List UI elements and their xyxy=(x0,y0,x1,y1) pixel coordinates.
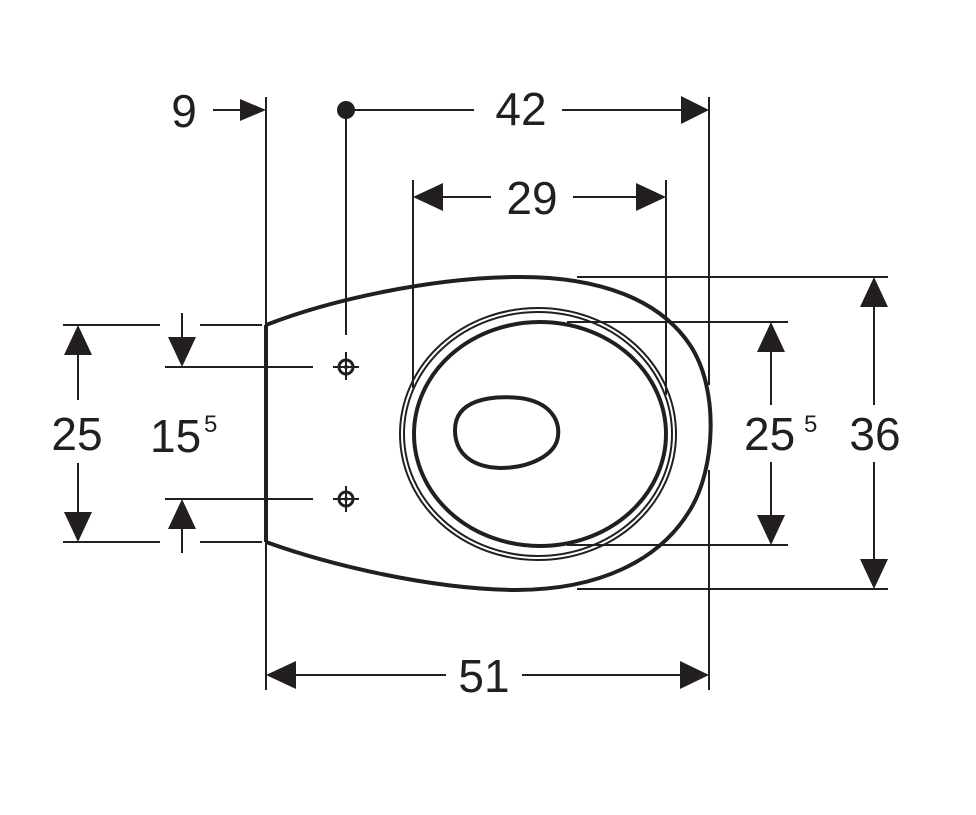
dimension-36-label: 36 xyxy=(849,408,900,460)
fixing-hole-bottom xyxy=(333,486,359,512)
dimension-36: 36 xyxy=(849,277,901,589)
dimension-29-label: 29 xyxy=(506,172,557,224)
dimension-51: 51 xyxy=(266,650,709,702)
dimension-25-label: 25 xyxy=(51,408,102,460)
dimension-15-5-superscript: 5 xyxy=(204,411,217,438)
dimension-9-label: 9 xyxy=(171,85,197,137)
dimension-25-5-label: 25 xyxy=(744,408,795,460)
extension-lines xyxy=(63,97,888,690)
bowl-outline xyxy=(264,274,713,593)
dimension-51-label: 51 xyxy=(458,650,509,702)
dimension-29: 29 xyxy=(413,172,666,224)
bowl-opening xyxy=(412,320,668,548)
dimension-15-5: 15 5 xyxy=(150,313,217,553)
bowl-rim-outer xyxy=(399,307,677,561)
bowl-rim-inner xyxy=(403,311,673,557)
dimension-25-5: 25 5 xyxy=(744,322,817,545)
bowl-outer-contour xyxy=(265,274,713,593)
dimension-25-5-superscript: 5 xyxy=(804,411,817,438)
dimension-42: 42 xyxy=(337,83,709,135)
dimension-25: 25 xyxy=(51,325,103,542)
dimension-15-5-label: 15 xyxy=(150,410,201,462)
dimension-42-label: 42 xyxy=(495,83,546,135)
dimension-9: 9 xyxy=(171,85,266,137)
drain-outlet xyxy=(452,395,561,471)
fixing-hole-top xyxy=(333,352,359,380)
